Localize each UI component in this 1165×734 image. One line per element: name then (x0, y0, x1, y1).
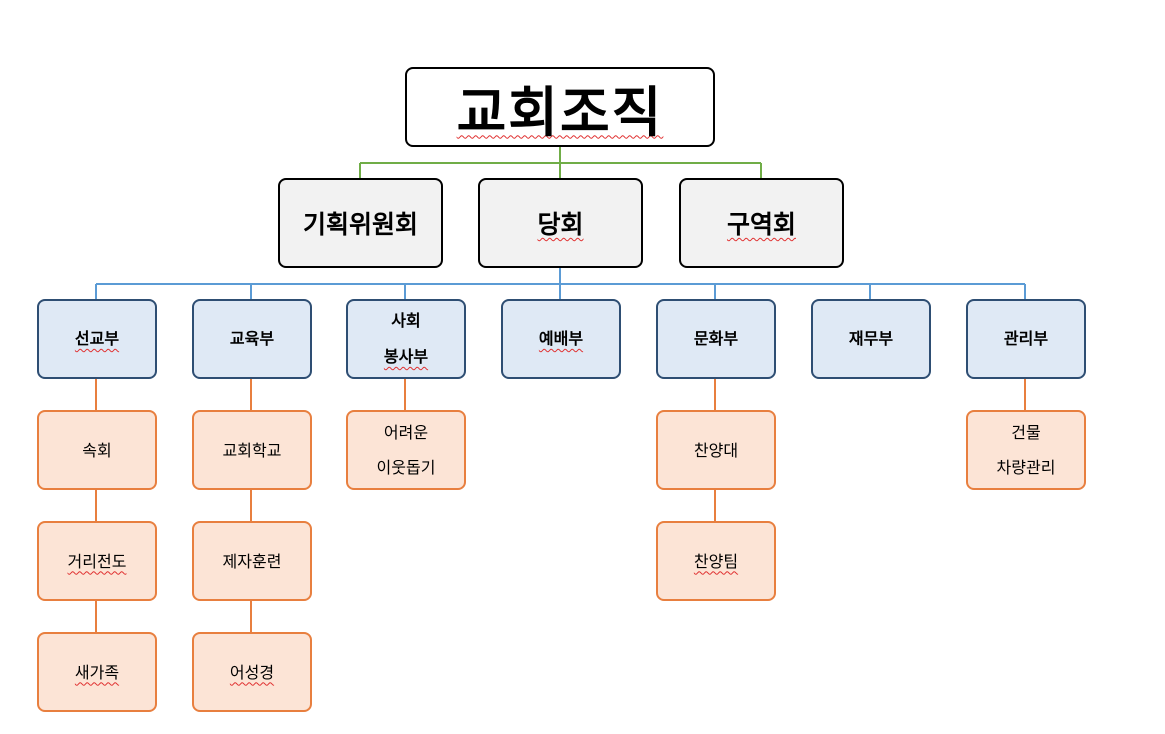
dept-label: 관리부 (1003, 329, 1049, 348)
sub-label-line2: 차량관리 (996, 458, 1056, 477)
sub-node-street-evangelism: 거리전도 (37, 521, 157, 601)
sub-label: 제자훈련 (222, 551, 282, 571)
sub-label: 교회학교 (222, 440, 282, 460)
dept-label: 교육부 (229, 329, 275, 348)
sub-label: 찬양팀 (693, 551, 739, 571)
dept-node-mission: 선교부 (37, 299, 157, 379)
sub-label-line1: 어려운 (383, 423, 429, 442)
sub-node-building-vehicle: 건물 차량관리 (966, 410, 1086, 490)
sub-label-line2: 이웃돕기 (376, 458, 436, 477)
dept-node-social-service: 사회 봉사부 (346, 299, 466, 379)
level1-node-session: 당회 (478, 178, 643, 268)
sub-label: 찬양대 (693, 440, 739, 460)
sub-node-church-school: 교회학교 (192, 410, 312, 490)
dept-label: 예배부 (538, 329, 584, 348)
level1-label: 당회 (537, 210, 584, 239)
dept-label: 재무부 (848, 329, 894, 348)
sub-label: 거리전도 (67, 551, 127, 571)
sub-node-helping-neighbors: 어려운 이웃돕기 (346, 410, 466, 490)
level1-node-planning-committee: 기획위원회 (278, 178, 443, 268)
dept-node-education: 교육부 (192, 299, 312, 379)
level1-label: 구역회 (726, 210, 796, 239)
root-label: 교회조직 (456, 80, 664, 144)
sub-label-line1: 건물 (1011, 423, 1041, 442)
dept-node-worship: 예배부 (501, 299, 621, 379)
sub-node-class-meeting: 속회 (37, 410, 157, 490)
sub-node-discipleship-training: 제자훈련 (192, 521, 312, 601)
level1-node-district-council: 구역회 (679, 178, 844, 268)
sub-node-new-family: 새가족 (37, 632, 157, 712)
root-node: 교회조직 (405, 67, 715, 147)
sub-label: 속회 (82, 440, 112, 460)
dept-node-management: 관리부 (966, 299, 1086, 379)
dept-label: 선교부 (74, 329, 120, 348)
level1-label: 기획위원회 (302, 210, 418, 239)
sub-label: 어성경 (229, 662, 275, 682)
dept-node-finance: 재무부 (811, 299, 931, 379)
dept-label-line2: 봉사부 (383, 347, 429, 366)
sub-label: 새가족 (74, 662, 120, 682)
sub-node-choir: 찬양대 (656, 410, 776, 490)
sub-node-praise-team: 찬양팀 (656, 521, 776, 601)
dept-label: 문화부 (693, 329, 739, 348)
dept-node-culture: 문화부 (656, 299, 776, 379)
sub-node-eoseonggyeong: 어성경 (192, 632, 312, 712)
dept-label-line1: 사회 (391, 311, 421, 330)
